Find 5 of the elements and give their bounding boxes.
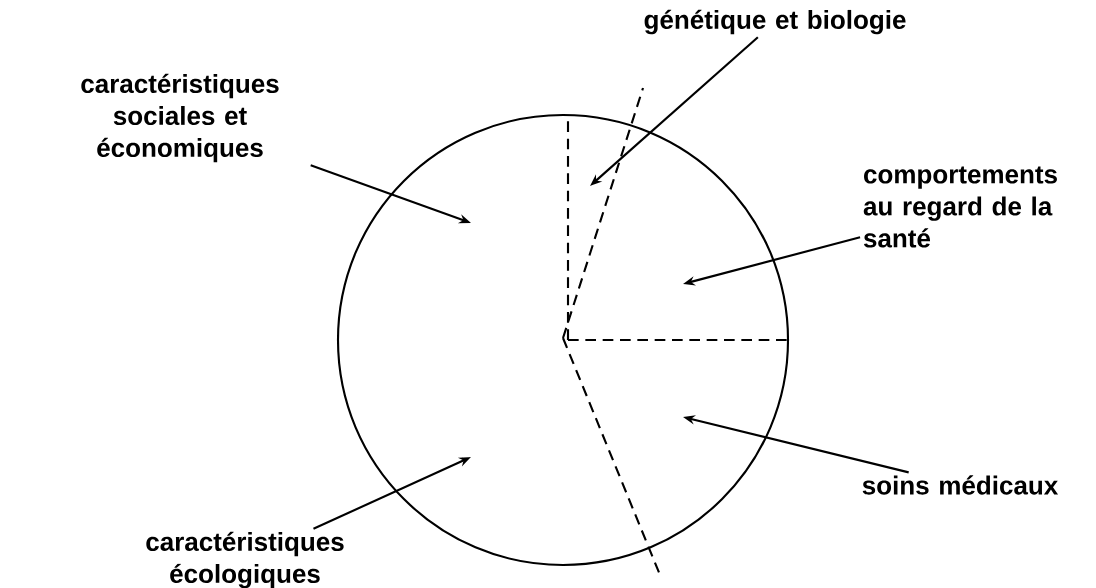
node-label: génétique et biologie: [644, 9, 906, 35]
node-label: comportements au regard de la santé: [863, 166, 1057, 248]
node-label: caractéristiques sociales et économiques: [81, 73, 279, 163]
node-label: caractéristiques écologiques: [146, 531, 344, 588]
node-label: soins médicaux: [862, 475, 1059, 495]
